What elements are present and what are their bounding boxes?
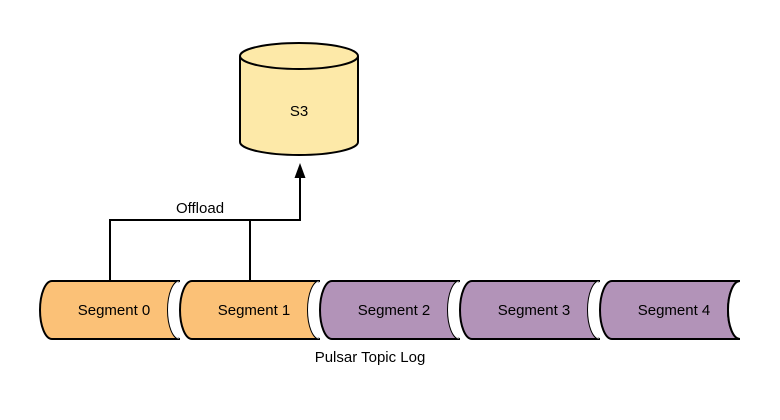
segment-4: Segment 4 — [599, 280, 741, 340]
log-open-end — [727, 280, 741, 340]
segment-1: Segment 1 — [179, 280, 321, 340]
offload-line-segment-0 — [109, 177, 301, 281]
log-label: Pulsar Topic Log — [315, 349, 426, 366]
s3-storage: S3 — [239, 42, 359, 156]
offload-label: Offload — [176, 200, 224, 217]
arrowhead-icon — [294, 163, 306, 178]
segment-end-cap — [168, 281, 180, 339]
segment-end-cap — [588, 281, 600, 339]
offload-connector — [109, 177, 301, 281]
segment-label: Segment 2 — [358, 302, 431, 319]
segment-label: Segment 3 — [498, 302, 571, 319]
segment-3: Segment 3 — [459, 280, 601, 340]
segment-2: Segment 2 — [319, 280, 461, 340]
segment-end-cap — [448, 281, 460, 339]
segment-label: Segment 1 — [218, 302, 291, 319]
segment-end-cap — [728, 281, 740, 339]
pulsar-topic-log: Segment 0 Segment 1 Segment 2 Segment 3 Segm… — [39, 280, 741, 340]
segment-label: Segment 4 — [638, 302, 711, 319]
segment-label: Segment 0 — [78, 302, 151, 319]
segment-end-cap — [308, 281, 320, 339]
s3-label: S3 — [290, 103, 308, 120]
s3-cylinder-body — [239, 56, 359, 156]
s3-cylinder-top — [239, 42, 359, 70]
segment-0: Segment 0 — [39, 280, 181, 340]
